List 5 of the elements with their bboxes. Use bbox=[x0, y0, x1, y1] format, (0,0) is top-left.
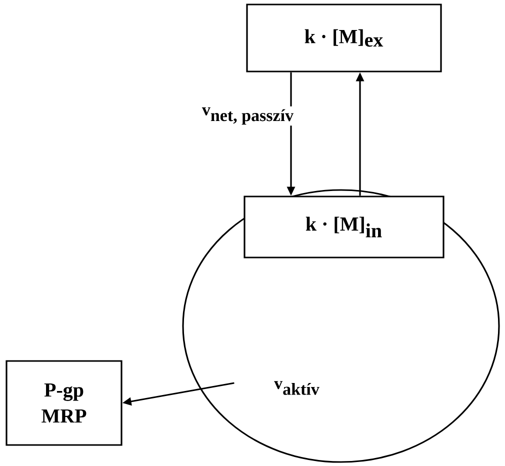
edge-label: $\textbf{v}_{\textbf{net, passzív}}$ bbox=[200, 106, 296, 126]
text-box: P-gp MRP bbox=[6, 360, 122, 446]
text-box: $\textbf{k · [M]}_{\textbf{ex}}$ bbox=[246, 4, 442, 72]
text-box: $\textbf{k · [M]}_{\textbf{in}}$ bbox=[244, 196, 444, 258]
edge-label: $\textbf{v}_{\textbf{aktív}}$ bbox=[273, 380, 321, 396]
